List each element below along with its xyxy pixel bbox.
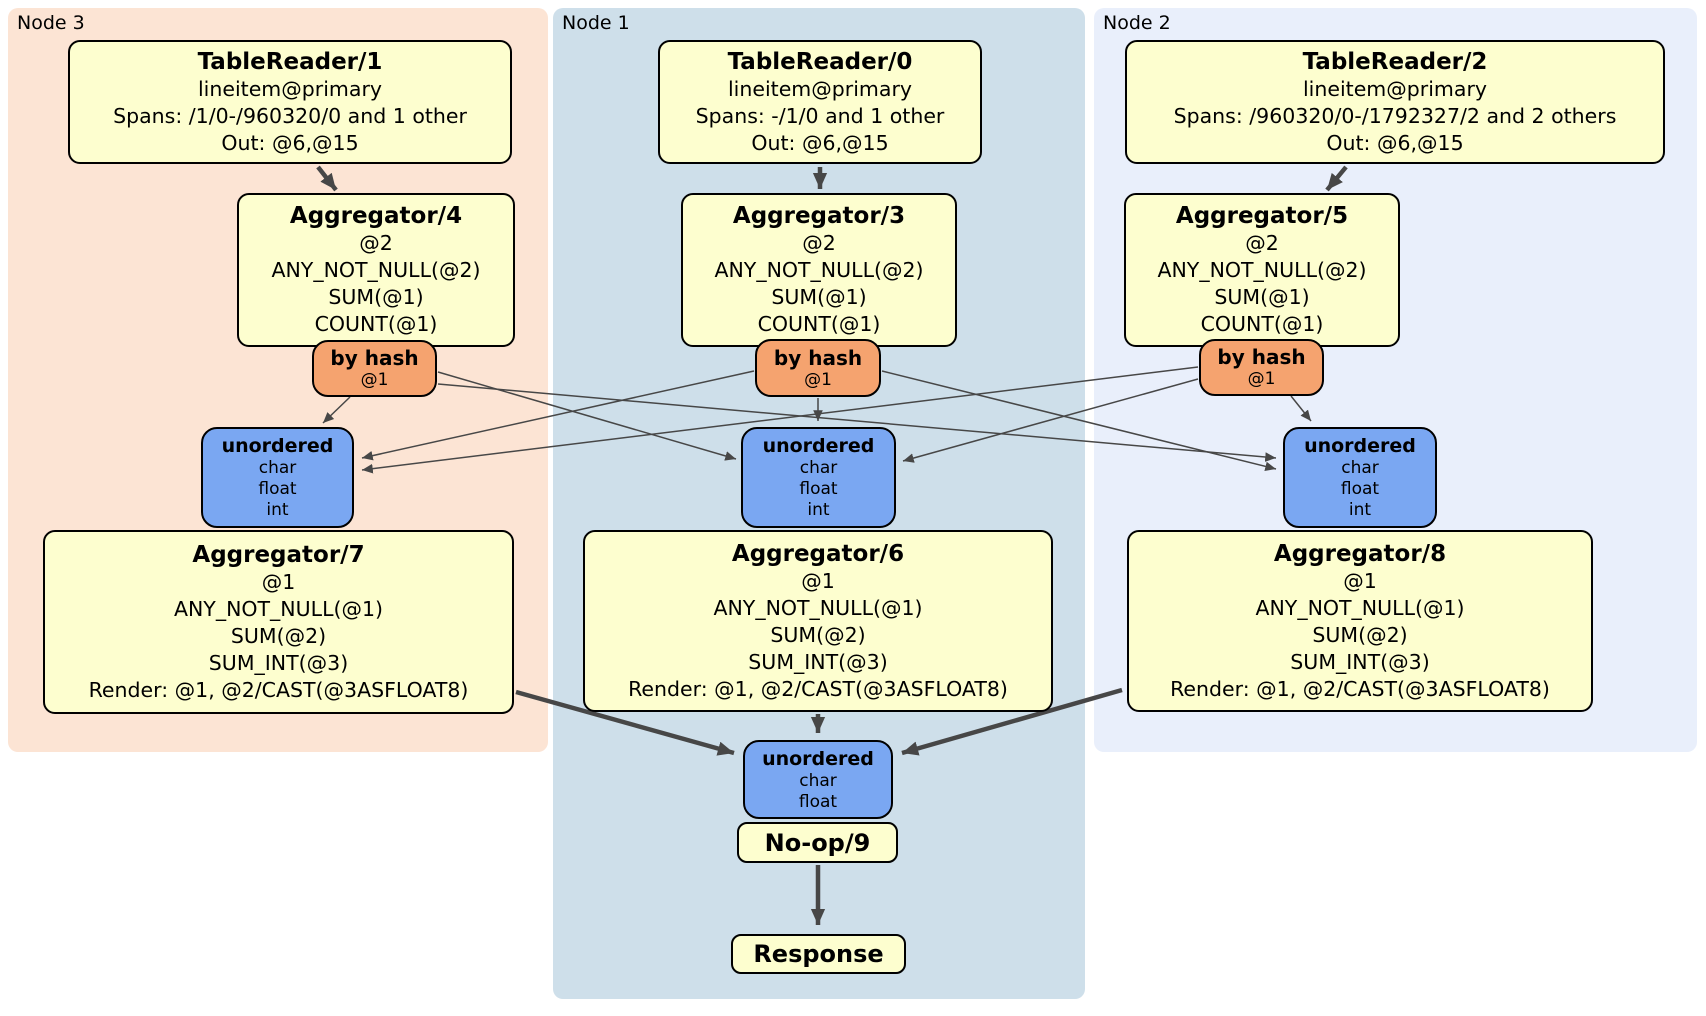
box-line: lineitem@primary [727,76,913,101]
box-title: by hash [773,345,863,370]
box-title: by hash [330,346,419,370]
box-line: @2 [1245,231,1279,255]
box-line: Out: @6,@15 [1326,130,1464,155]
box-line: SUM_INT(@3) [748,649,888,674]
box-line: int [266,500,289,520]
box-line: char [799,458,838,478]
table-reader-box: TableReader/0 lineitem@primary Spans: -/… [658,40,982,164]
box-title: TableReader/2 [1302,48,1488,75]
aggregator-box: Aggregator/4 @2 ANY_NOT_NULL(@2) SUM(@1)… [237,193,515,347]
box-line: char [258,458,297,478]
box-title: Aggregator/6 [731,540,905,567]
box-line: float [258,479,297,499]
hash-router-box: by hash @1 [755,339,881,397]
box-line: @2 [359,231,393,255]
box-line: COUNT(@1) [1200,312,1324,336]
box-title: Aggregator/3 [732,203,906,229]
box-line: Out: @6,@15 [751,130,889,155]
node-label: Node 3 [17,12,85,34]
box-line: char [799,770,837,791]
box-line: SUM(@2) [1312,622,1408,647]
noop-box: No-op/9 [737,822,898,863]
box-title: unordered [1304,435,1416,457]
box-line: lineitem@primary [197,76,383,101]
box-line: ANY_NOT_NULL(@1) [713,595,923,620]
box-line: COUNT(@1) [314,312,438,336]
hash-router-box: by hash @1 [312,340,437,397]
box-line: int [807,500,830,520]
box-line: SUM(@1) [328,285,424,309]
box-title: Response [753,940,884,968]
box-line: float [799,479,838,499]
node-label: Node 1 [562,12,630,34]
aggregator-box: Aggregator/3 @2 ANY_NOT_NULL(@2) SUM(@1)… [681,193,957,347]
aggregator-box: Aggregator/7 @1 ANY_NOT_NULL(@1) SUM(@2)… [43,530,514,714]
box-line: SUM_INT(@3) [208,650,349,675]
box-line: SUM(@1) [1214,285,1310,309]
box-title: Aggregator/4 [289,203,463,229]
unordered-sync-box: unordered char float int [741,427,896,528]
node-label: Node 2 [1103,12,1171,34]
aggregator-box: Aggregator/6 @1 ANY_NOT_NULL(@1) SUM(@2)… [583,530,1053,712]
box-line: Spans: /960320/0-/1792327/2 and 2 others [1173,103,1617,128]
box-line: ANY_NOT_NULL(@1) [173,596,384,621]
aggregator-box: Aggregator/8 @1 ANY_NOT_NULL(@1) SUM(@2)… [1127,530,1593,712]
box-line: @2 [802,231,836,255]
box-line: @1 [1247,369,1276,389]
final-unordered-sync-box: unordered char float [743,740,893,819]
box-line: ANY_NOT_NULL(@2) [714,258,924,282]
box-line: ANY_NOT_NULL(@2) [1157,258,1367,282]
box-line: ANY_NOT_NULL(@1) [1255,595,1465,620]
box-line: Spans: /1/0-/960320/0 and 1 other [113,103,467,128]
box-line: SUM_INT(@3) [1290,649,1430,674]
box-title: No-op/9 [764,828,871,857]
table-reader-box: TableReader/1 lineitem@primary Spans: /1… [68,40,512,164]
box-line: float [798,791,838,812]
box-line: SUM(@2) [770,622,866,647]
box-title: unordered [221,435,334,457]
box-title: unordered [762,747,874,770]
box-title: Aggregator/5 [1175,203,1349,229]
response-box: Response [731,934,906,974]
box-line: Render: @1, @2/CAST(@3ASFLOAT8) [628,676,1008,701]
box-line: int [1348,500,1372,520]
box-line: Render: @1, @2/CAST(@3ASFLOAT8) [88,677,469,702]
box-line: @1 [360,370,389,390]
box-line: Spans: -/1/0 and 1 other [695,103,945,128]
table-reader-box: TableReader/2 lineitem@primary Spans: /9… [1125,40,1665,164]
box-title: Aggregator/8 [1273,540,1447,567]
box-title: TableReader/0 [727,48,913,75]
hash-router-box: by hash @1 [1199,339,1324,396]
box-line: Render: @1, @2/CAST(@3ASFLOAT8) [1170,676,1550,701]
box-line: float [1340,479,1380,499]
box-title: Aggregator/7 [192,541,365,568]
aggregator-box: Aggregator/5 @2 ANY_NOT_NULL(@2) SUM(@1)… [1124,193,1400,347]
box-line: @1 [261,569,296,594]
box-line: @1 [1343,568,1377,593]
unordered-sync-box: unordered char float int [1283,427,1437,528]
unordered-sync-box: unordered char float int [201,427,354,528]
box-line: COUNT(@1) [757,312,881,336]
box-line: Out: @6,@15 [221,130,359,155]
box-title: unordered [762,435,875,457]
box-line: SUM(@1) [771,285,867,309]
box-line: @1 [801,568,835,593]
box-title: by hash [1217,345,1306,369]
box-line: SUM(@2) [230,623,327,648]
box-title: TableReader/1 [197,48,383,75]
box-line: char [1341,458,1379,478]
box-line: @1 [804,369,832,390]
box-line: lineitem@primary [1302,76,1488,101]
box-line: ANY_NOT_NULL(@2) [271,258,481,282]
